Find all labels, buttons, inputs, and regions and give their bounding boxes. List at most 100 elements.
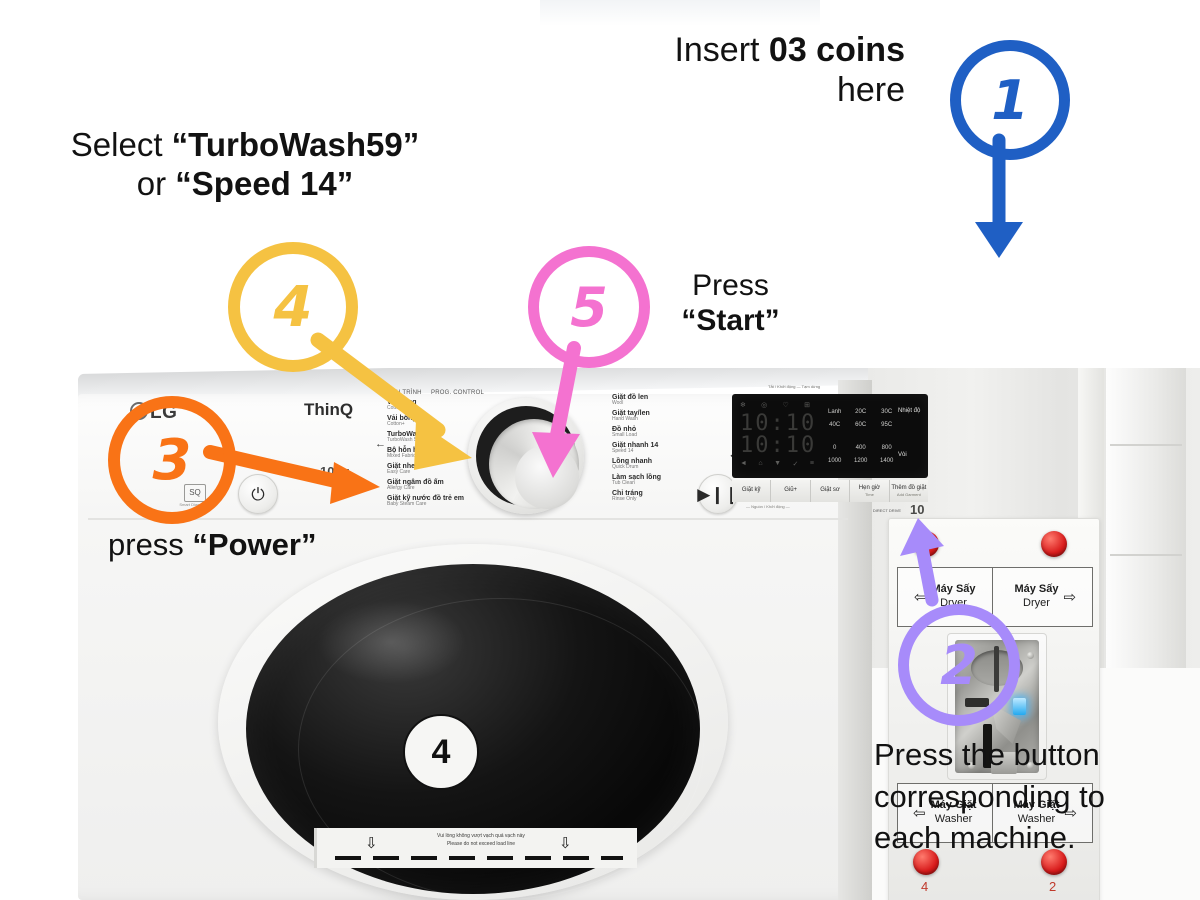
thinq-badge: ThinQ (304, 400, 354, 419)
heart-icon: ♡ (782, 402, 789, 409)
load-limit-dashed-line (335, 856, 623, 860)
arrow-left-icon: ◄ (740, 460, 747, 467)
lcd-temperature-label: Nhiệt độ (898, 408, 921, 414)
load-limit-sticker: Vui lòng không vượt vạch quá vạch này Pl… (314, 828, 637, 868)
washer-select-right[interactable]: Máy Giặt Washer ⇨ (999, 784, 1093, 842)
washer-select-row: ⇦ Máy Giặt Washer Máy Giặt Washer ⇨ (897, 783, 1093, 843)
dryer-select-right[interactable]: Máy Sấy Dryer ⇨ (999, 568, 1093, 626)
step-marker-1: 1 (950, 40, 1070, 160)
home-icon: ⌂ (758, 460, 763, 467)
washer-select-left[interactable]: ⇦ Máy Giặt Washer (898, 784, 993, 842)
step-marker-2: 2 (898, 604, 1020, 726)
drum-icon: ◎ (761, 402, 768, 409)
power-pointer-icon: ← (330, 482, 346, 499)
screw-icon (1027, 652, 1034, 659)
dryer-indicator-led-right (1041, 531, 1067, 557)
arrow-left-icon: ⇦ (913, 805, 926, 822)
power-icon: ⏻ (251, 484, 265, 504)
lcd-footer-left: — Nguồn / Khởi động — (746, 504, 790, 509)
coin-slot-keyhole (983, 724, 992, 768)
background-dryer-column (1106, 368, 1186, 700)
dryer-indicator-led-left (913, 531, 939, 557)
dial-inner (489, 419, 579, 509)
washer-label-left: Máy Giặt Washer (930, 799, 977, 825)
triangle-down-icon: ▼ (774, 460, 782, 467)
grid-icon: ⊞ (804, 402, 810, 409)
coin-slot-lock (991, 752, 1017, 774)
lcd-button[interactable]: Giặt kỹ (732, 480, 772, 502)
machine-number-sticker: 4 (403, 714, 479, 790)
washer-button-number-right: 2 (1049, 879, 1057, 894)
program-pointer-left-icon: ← (375, 438, 386, 450)
washer-select-button-4[interactable] (913, 849, 939, 875)
lcd-button[interactable]: Giặt sơ (810, 480, 851, 502)
laundry-room-photo: LG ThinQ 10kg CHU TRÌNH PROG. CONTROL Vả… (0, 368, 1200, 900)
lcd-screen: ❄ ◎ ♡ ⊞ 10:10 10:10 ◄ ⌂ ▼ ✓ ≡ (732, 394, 928, 478)
instruction-step-1-text: Insert 03 coins here (674, 31, 905, 110)
capacity-label: 10kg (320, 464, 350, 479)
lcd-time-line-1: 10:10 (740, 411, 817, 436)
lcd-value-column-1: Lanh 40C 0 1000 (828, 409, 842, 464)
instruction-step-5-text: Press “Start” (681, 269, 780, 338)
step-marker-4: 4 (228, 242, 358, 372)
start-pause-button[interactable]: ▶❙❙ (697, 474, 739, 514)
top-gradient-strip (540, 0, 820, 26)
lcd-spin-label: Vòi (898, 452, 907, 458)
arrow-right-icon: ⇨ (1064, 805, 1077, 822)
lcd-top-icons: ❄ ◎ ♡ ⊞ (740, 401, 810, 409)
snowflake-icon: ❄ (740, 402, 746, 409)
warranty-years-badge: 10 (910, 502, 925, 517)
screw-icon (1027, 762, 1034, 769)
program-dial[interactable] (468, 398, 584, 514)
instruction-step-2-text: Press the button corresponding to each m… (874, 737, 1105, 856)
washer-select-button-2[interactable] (1041, 849, 1067, 875)
washer-label-right: Máy Giặt Washer (1013, 799, 1060, 825)
step-marker-3: 3 (108, 396, 236, 524)
lines-icon: ≡ (809, 460, 814, 467)
lcd-button[interactable]: Giũ+ (771, 480, 811, 502)
power-button[interactable]: ⏻ (238, 474, 278, 514)
washer-button-number-left: 4 (921, 879, 929, 894)
washer-door[interactable]: 4 Vui lòng không vượt vạch quá vạch này … (218, 544, 728, 900)
instruction-step-4-text: Select “TurboWash59” or “Speed 14” (70, 126, 420, 202)
step-marker-5: 5 (528, 246, 650, 368)
down-arrow-icon: ⇩ (559, 835, 572, 852)
lcd-bottom-icons: ◄ ⌂ ▼ ✓ ≡ (740, 460, 814, 468)
down-arrow-icon: ⇩ (365, 835, 378, 852)
check-icon: ✓ (792, 461, 799, 468)
lcd-value-column-2: 20C 60C 400 1200 (854, 409, 868, 464)
dial-ring (476, 406, 579, 509)
screw-icon (968, 762, 975, 769)
dial-knob[interactable] (515, 445, 579, 509)
lcd-value-column-3: 30C 95C 800 1400 (880, 409, 894, 464)
lcd-display-area: Tắt / Khởi động — Tạm dừng ❄ ◎ ♡ ⊞ 10:10… (732, 384, 929, 517)
dryer-label-right: Máy Sấy Dryer (1014, 583, 1059, 609)
direct-drive-badge: DIRECT DRIVE (872, 508, 902, 513)
lcd-header-note: Tắt / Khởi động — Tạm dừng (768, 384, 821, 389)
arrow-left-icon: ⇦ (913, 589, 927, 606)
instruction-step-3-text: press “Power” (108, 527, 317, 562)
load-limit-text: Vui lòng không vượt vạch quá vạch này Pl… (437, 833, 525, 847)
washing-machine: LG ThinQ 10kg CHU TRÌNH PROG. CONTROL Vả… (78, 368, 929, 900)
arrow-right-icon: ⇨ (1063, 589, 1077, 606)
lcd-time-line-2: 10:10 (740, 433, 817, 458)
panel-divider (88, 518, 848, 520)
start-pause-icon: ▶❙❙ (697, 484, 739, 504)
